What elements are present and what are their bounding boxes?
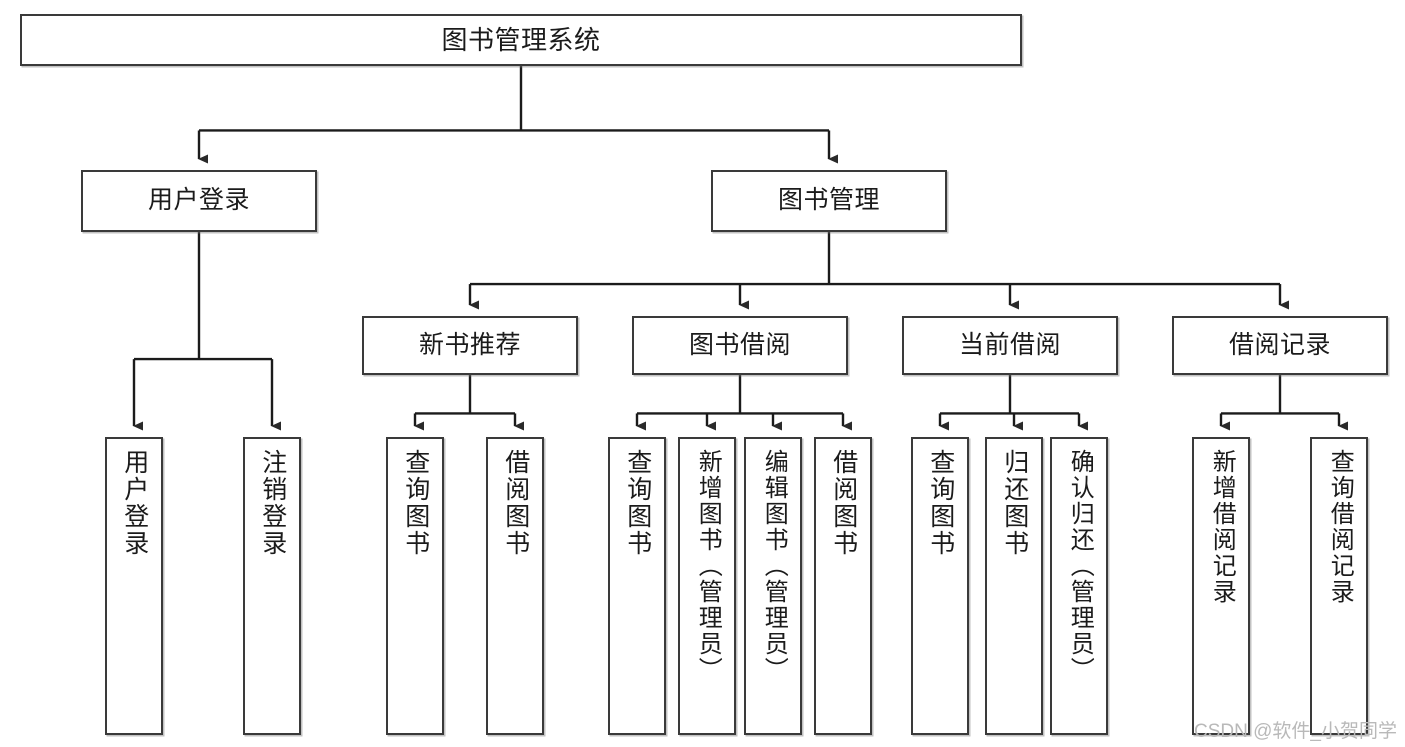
node-label: 借阅记录 (1228, 330, 1331, 359)
node-leaf-borrow-book-1[interactable]: 借阅图书 (486, 437, 544, 735)
node-book-mgmt[interactable]: 图书管理 (711, 170, 947, 232)
node-new-book-rec[interactable]: 新书推荐 (362, 316, 578, 375)
node-leaf-query-book-2[interactable]: 查询图书 (608, 437, 666, 735)
node-leaf-query-record[interactable]: 查询借阅记录 (1310, 437, 1368, 735)
node-leaf-query-book-3[interactable]: 查询图书 (911, 437, 969, 735)
node-label: 新增借阅记录 (1208, 449, 1236, 605)
node-label: 图书管理系统 (441, 24, 601, 55)
csdn-watermark: CSDN @软件_小贺同学 (1194, 721, 1397, 742)
node-leaf-query-book-1[interactable]: 查询图书 (386, 437, 444, 735)
node-leaf-add-book[interactable]: 新增图书（管理员） (678, 437, 736, 735)
node-leaf-borrow-book-2[interactable]: 借阅图书 (814, 437, 872, 735)
node-label: 归还图书 (1000, 449, 1029, 557)
node-current-borrow[interactable]: 当前借阅 (902, 316, 1118, 375)
node-leaf-return-book[interactable]: 归还图书 (985, 437, 1043, 735)
node-label: 用户登录 (147, 186, 250, 215)
node-label: 查询图书 (926, 449, 955, 557)
node-label: 借阅图书 (829, 449, 858, 557)
node-leaf-add-record[interactable]: 新增借阅记录 (1192, 437, 1250, 735)
node-label: 查询借阅记录 (1326, 449, 1354, 605)
node-leaf-edit-book[interactable]: 编辑图书（管理员） (744, 437, 802, 735)
node-label: 借阅图书 (501, 449, 530, 557)
node-label: 查询图书 (401, 449, 430, 557)
node-leaf-confirm-ret[interactable]: 确认归还（管理员） (1050, 437, 1108, 735)
node-borrow-record[interactable]: 借阅记录 (1172, 316, 1388, 375)
node-label: 注销登录 (258, 449, 287, 557)
node-leaf-user-login[interactable]: 用户登录 (105, 437, 163, 735)
node-label: 新书推荐 (418, 330, 521, 359)
node-label: 查询图书 (623, 449, 652, 557)
node-label: 用户登录 (120, 449, 149, 557)
node-user-login[interactable]: 用户登录 (81, 170, 317, 232)
node-label: 当前借阅 (958, 330, 1061, 359)
node-book-borrow[interactable]: 图书借阅 (632, 316, 848, 375)
node-root[interactable]: 图书管理系统 (20, 14, 1022, 66)
node-leaf-logout[interactable]: 注销登录 (243, 437, 301, 735)
node-label: 图书管理 (777, 186, 880, 215)
node-label: 编辑图书（管理员） (760, 449, 788, 683)
node-label: 新增图书（管理员） (694, 449, 722, 683)
node-label: 确认归还（管理员） (1066, 449, 1094, 683)
node-label: 图书借阅 (688, 330, 791, 359)
